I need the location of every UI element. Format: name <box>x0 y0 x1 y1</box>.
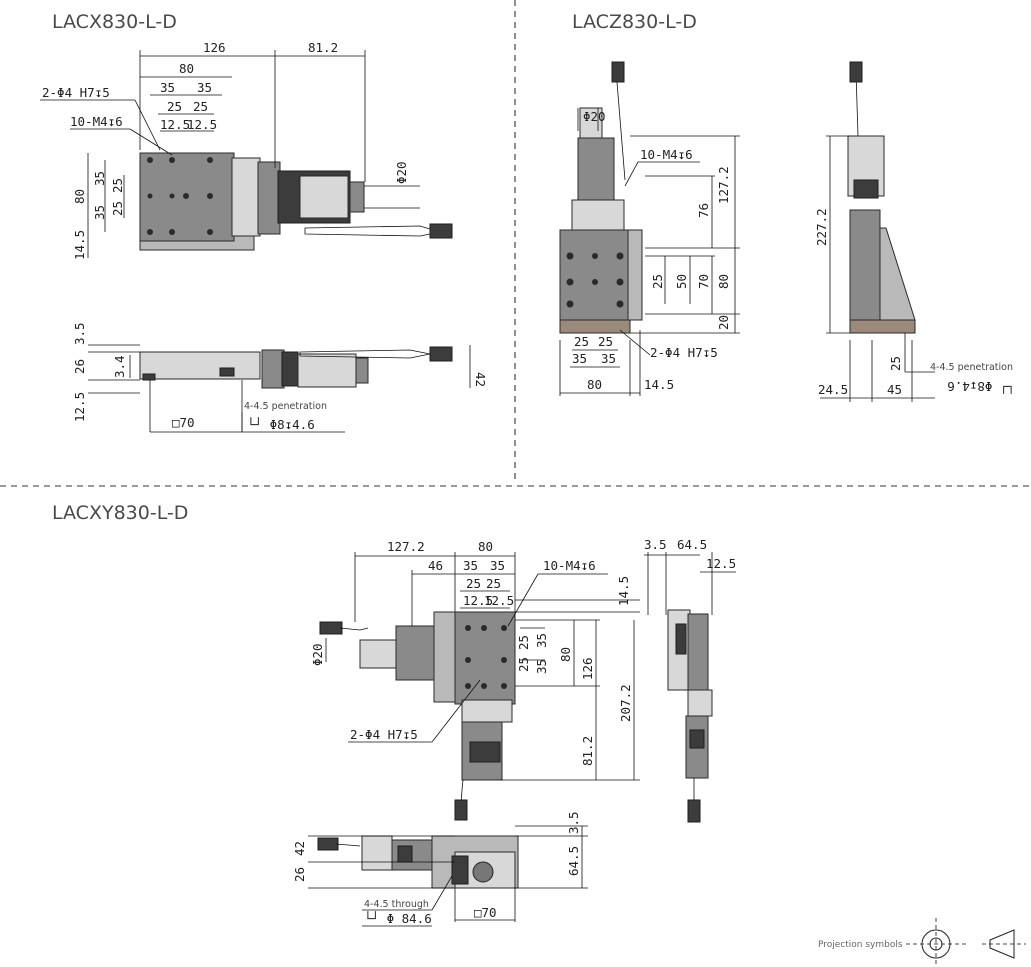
lacxy-dim-127-2: 127.2 <box>387 539 425 554</box>
title-lacz: LACZ830-L-D <box>572 11 697 33</box>
lacz-dim-14-5: 14.5 <box>644 377 674 392</box>
lacx-side-dimension-lines <box>88 344 471 433</box>
lacz-dimension-lines <box>559 108 740 396</box>
lacz-dim-76: 76 <box>696 203 711 218</box>
lacz-hole-spec: 2-Φ4 H7↧5 <box>650 345 718 360</box>
projection-symbol-icon <box>906 918 1026 966</box>
lacxy-side-dimension-lines <box>644 552 736 615</box>
lacxy-hole-spec: 2-Φ4 H7↧5 <box>350 727 418 742</box>
lacxy-dim-35b: 35 <box>490 558 505 573</box>
lacxy-phi20: Φ20 <box>310 643 325 666</box>
lacx-side-dim-42: 42 <box>473 372 488 387</box>
lacxy-dim-v35a: 35 <box>534 633 549 648</box>
lacz-phi20: Φ20 <box>583 109 606 124</box>
lacx-dim-phi20: Φ20 <box>394 161 409 184</box>
lacz-dim-80v: 80 <box>716 274 731 289</box>
lacxy-side-view <box>667 609 713 823</box>
lacxy-bottom-3-5: 3.5 <box>566 811 581 834</box>
lacxy-dim-12-5a: 12.5 <box>463 593 493 608</box>
lacx-counterbore-note: └┘ Φ8↧4.6 <box>247 417 315 432</box>
lacx-dim-v14-5: 14.5 <box>72 230 87 260</box>
lacz-front-view <box>559 61 643 334</box>
lacxy-dim-v25a: 25 <box>516 635 531 650</box>
lacx-dim-81-2: 81.2 <box>308 40 338 55</box>
lacx-dim-25b: 25 <box>193 99 208 114</box>
lacz-dim-h35b: 35 <box>601 351 616 366</box>
lacz-dim-h35a: 35 <box>572 351 587 366</box>
lacxy-dim-12-5b: 12.5 <box>484 593 514 608</box>
lacz-side-dimension-lines <box>820 135 935 402</box>
lacxy-side-12-5: 12.5 <box>706 556 736 571</box>
lacx-tap-spec: 10-M4↧6 <box>70 114 123 129</box>
lacxy-tap-spec: 10-M4↧6 <box>543 558 596 573</box>
lacxy-dim-207-2: 207.2 <box>618 684 633 722</box>
lacx-side-sq70: □70 <box>172 415 195 430</box>
lacxy-side-3-5: 3.5 <box>644 537 667 552</box>
lacxy-dim-25a: 25 <box>466 576 481 591</box>
lacx-dim-v25b: 25 <box>110 201 125 216</box>
lacx-dim-80: 80 <box>179 61 194 76</box>
lacz-dim-20: 20 <box>716 315 731 330</box>
lacxy-dim-46: 46 <box>428 558 443 573</box>
lacxy-dim-35a: 35 <box>463 558 478 573</box>
lacxy-dim-14-5: 14.5 <box>616 576 631 606</box>
lacxy-top-view <box>319 611 516 821</box>
lacz-dim-h25a: 25 <box>574 334 589 349</box>
title-lacxy: LACXY830-L-D <box>52 502 188 524</box>
lacx-side-dim-26: 26 <box>72 359 87 374</box>
lacz-penetration-note: 4-4.5 penetration <box>930 362 1013 373</box>
lacxy-counterbore-note: └┘ Φ 84.6 <box>364 911 432 926</box>
lacxy-dim-81-2: 81.2 <box>580 736 595 766</box>
lacxy-dim-80: 80 <box>478 539 493 554</box>
lacx-dim-35b: 35 <box>197 80 212 95</box>
lacx-dim-v25a: 25 <box>110 178 125 193</box>
lacx-side-dim-12-5: 12.5 <box>72 392 87 422</box>
lacz-dim-80h: 80 <box>587 377 602 392</box>
lacz-dim-50: 50 <box>674 274 689 289</box>
lacz-side-dim-25: 25 <box>888 356 903 371</box>
lacx-dim-v35b: 35 <box>92 205 107 220</box>
lacxy-side-64-5: 64.5 <box>677 537 707 552</box>
projection-symbols-label: Projection symbols <box>818 940 903 950</box>
lacxy-bottom-26: 26 <box>292 867 307 882</box>
lacxy-bore-circle <box>472 861 494 883</box>
lacz-dim-70: 70 <box>696 274 711 289</box>
lacxy-dimension-lines <box>325 552 640 781</box>
lacxy-dim-v35b: 35 <box>534 659 549 674</box>
lacxy-bottom-dimension-lines <box>308 825 588 927</box>
lacz-dim-25: 25 <box>650 274 665 289</box>
lacx-penetration-note: 4-4.5 penetration <box>244 401 327 412</box>
lacxy-dim-126: 126 <box>580 657 595 680</box>
lacz-dim-45: 45 <box>887 382 902 397</box>
lacz-dim-h25b: 25 <box>598 334 613 349</box>
lacx-dimension-lines <box>40 50 420 258</box>
lacz-dim-24-5: 24.5 <box>818 382 848 397</box>
lacx-dim-35a: 35 <box>160 80 175 95</box>
lacx-side-dim-3-5: 3.5 <box>72 322 87 345</box>
lacx-dim-126: 126 <box>203 40 226 55</box>
lacx-hole-spec: 2-Φ4 H7↧5 <box>42 85 110 100</box>
lacxy-dim-v80: 80 <box>558 647 573 662</box>
lacz-side-view <box>847 61 916 334</box>
lacz-mirrored-note: └┘ Φ8↧4.6 <box>947 379 1015 394</box>
lacxy-sq70: □70 <box>474 905 497 920</box>
lacxy-through-note: 4-4.5 through <box>364 899 429 910</box>
lacx-dim-25a: 25 <box>167 99 182 114</box>
lacz-dim-227-2: 227.2 <box>814 208 829 246</box>
lacxy-bottom-42: 42 <box>292 841 307 856</box>
lacxy-dim-25b: 25 <box>486 576 501 591</box>
lacx-side-view <box>139 346 453 389</box>
lacx-side-dim-3-4: 3.4 <box>112 355 127 378</box>
lacx-top-view <box>139 152 453 251</box>
lacz-dim-127-2: 127.2 <box>716 166 731 204</box>
lacx-dim-12-5a: 12.5 <box>160 117 190 132</box>
lacxy-bottom-64-5: 64.5 <box>566 846 581 876</box>
lacx-dim-v80: 80 <box>72 189 87 204</box>
lacz-tap-spec: 10-M4↧6 <box>640 147 693 162</box>
lacxy-dim-v25b: 25 <box>516 657 531 672</box>
lacx-dim-v35a: 35 <box>92 171 107 186</box>
lacx-dim-12-5b: 12.5 <box>187 117 217 132</box>
title-lacx: LACX830-L-D <box>52 11 177 33</box>
